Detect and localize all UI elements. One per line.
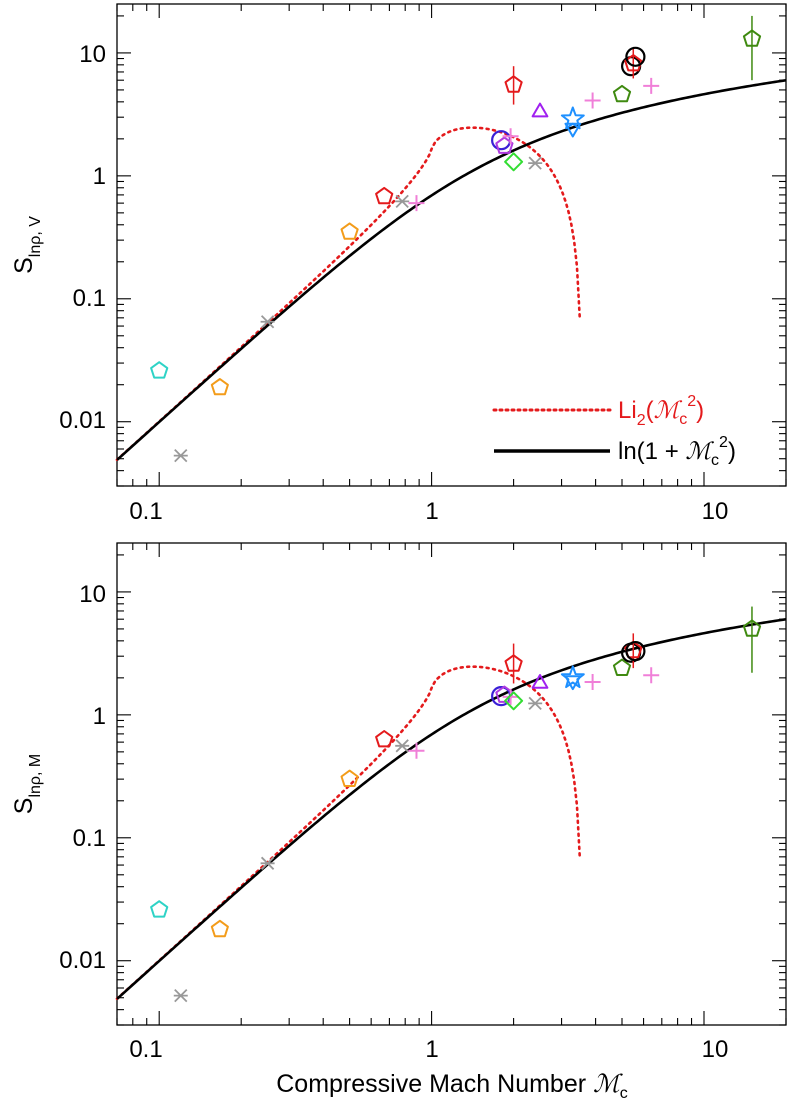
curve-log1p bbox=[116, 78, 787, 461]
x-tick-label: 1 bbox=[425, 498, 438, 525]
data-point-pentagon bbox=[742, 619, 762, 637]
data-point-asterisk bbox=[528, 156, 543, 170]
plot-frame-bottom bbox=[116, 542, 787, 1026]
legend-label-log: ln(1 + ℳc2) bbox=[618, 434, 736, 469]
data-point-triangle_down bbox=[564, 675, 582, 691]
plot-frame-top bbox=[116, 3, 787, 487]
data-point-asterisk bbox=[528, 696, 543, 711]
model-curves-top bbox=[115, 78, 787, 462]
data-point-plus bbox=[408, 195, 425, 212]
axis-ticks-top bbox=[116, 4, 787, 487]
data-point-asterisk bbox=[395, 739, 410, 753]
y-tick-label: 0.01 bbox=[59, 947, 106, 974]
data-point-pentagon bbox=[504, 75, 523, 93]
data-point-plus bbox=[643, 77, 660, 94]
data-point-plus bbox=[584, 92, 601, 109]
data-points-bottom bbox=[150, 606, 762, 1003]
y-axis-label-top: Slnρ, V bbox=[10, 216, 44, 274]
data-point-pentagon bbox=[375, 730, 394, 748]
data-point-triangle bbox=[531, 674, 549, 689]
data-point-asterisk bbox=[260, 856, 275, 870]
x-tick-label: 0.1 bbox=[129, 1036, 162, 1063]
data-point-pentagon bbox=[612, 658, 632, 676]
y-tick-label: 0.1 bbox=[73, 285, 106, 312]
data-point-diamond bbox=[504, 691, 524, 711]
bottom-panel: 0.1 1 10 0.01 0.1 1 10 Slnρ, M Compressi… bbox=[10, 542, 787, 1102]
x-axis-label: Compressive Mach Number ℳc bbox=[276, 1069, 628, 1102]
legend: Li2(ℳc2) ln(1 + ℳc2) bbox=[492, 393, 736, 469]
data-points-top bbox=[150, 15, 762, 463]
data-point-pentagon bbox=[742, 29, 762, 47]
x-tick-label: 10 bbox=[702, 498, 729, 525]
data-point-plus bbox=[408, 742, 425, 759]
axis-ticks-bottom bbox=[116, 543, 787, 1026]
y-tick-label: 1 bbox=[93, 163, 106, 190]
data-point-pentagon bbox=[210, 378, 229, 396]
data-point-asterisk bbox=[260, 315, 275, 329]
legend-label-dilog: Li2(ℳc2) bbox=[618, 393, 704, 429]
data-point-star bbox=[560, 665, 585, 689]
data-point-diamond bbox=[504, 152, 524, 172]
y-tick-label: 0.01 bbox=[59, 407, 106, 434]
data-point-pentagon bbox=[375, 186, 394, 205]
data-point-triangle bbox=[531, 102, 549, 118]
curve-log1p bbox=[116, 617, 787, 1000]
x-tick-label: 10 bbox=[702, 1036, 729, 1063]
y-tick-label: 10 bbox=[79, 41, 106, 68]
data-point-plus bbox=[502, 688, 519, 705]
y-tick-label: 10 bbox=[79, 581, 106, 608]
data-point-triangle_down bbox=[564, 122, 582, 138]
data-point-circle bbox=[625, 46, 646, 67]
data-point-circle bbox=[625, 641, 646, 662]
data-point-pentagon bbox=[340, 769, 359, 787]
x-tick-label: 0.1 bbox=[129, 498, 162, 525]
top-panel: 0.1 1 10 0.01 0.1 1 10 Slnρ, V Li2(ℳc2) … bbox=[10, 3, 787, 525]
data-point-pentagon bbox=[612, 84, 632, 103]
y-tick-label: 0.1 bbox=[73, 825, 106, 852]
data-point-pentagon bbox=[210, 919, 229, 938]
y-axis-label-bottom: Slnρ, M bbox=[10, 754, 44, 814]
data-point-plus bbox=[584, 674, 601, 691]
y-tick-label: 1 bbox=[93, 703, 106, 730]
data-point-pentagon bbox=[340, 222, 359, 240]
x-tick-label: 1 bbox=[425, 1036, 438, 1063]
data-point-plus bbox=[643, 667, 660, 684]
curve-dilog bbox=[115, 126, 582, 462]
curve-dilog bbox=[115, 665, 582, 1001]
data-point-pentagon bbox=[150, 361, 169, 379]
data-point-pentagon bbox=[150, 900, 169, 918]
data-point-asterisk bbox=[395, 194, 410, 209]
model-curves-bottom bbox=[115, 617, 787, 1001]
data-point-plus bbox=[502, 128, 519, 145]
data-point-asterisk bbox=[173, 448, 188, 463]
data-point-pentagon bbox=[504, 654, 523, 672]
data-point-asterisk bbox=[173, 988, 188, 1003]
